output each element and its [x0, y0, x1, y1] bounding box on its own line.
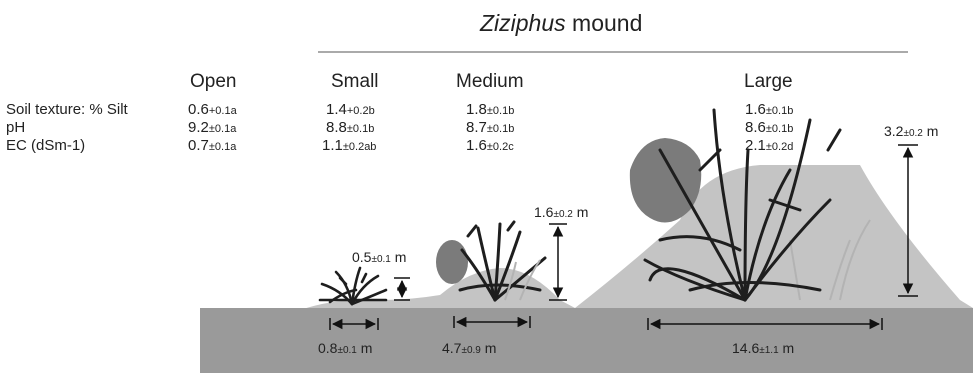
ground — [200, 308, 973, 373]
width-label-small: 0.8±0.1 m — [318, 340, 372, 356]
width-label-large: 14.6±1.1 m — [732, 340, 794, 356]
height-bar-medium — [549, 224, 567, 300]
height-label-small: 0.5±0.1 m — [352, 249, 406, 265]
width-label-medium: 4.7±0.9 m — [442, 340, 496, 356]
height-label-large: 3.2±0.2 m — [884, 123, 938, 139]
small-shrub — [320, 268, 386, 304]
height-bar-small — [394, 278, 410, 300]
height-label-medium: 1.6±0.2 m — [534, 204, 588, 220]
